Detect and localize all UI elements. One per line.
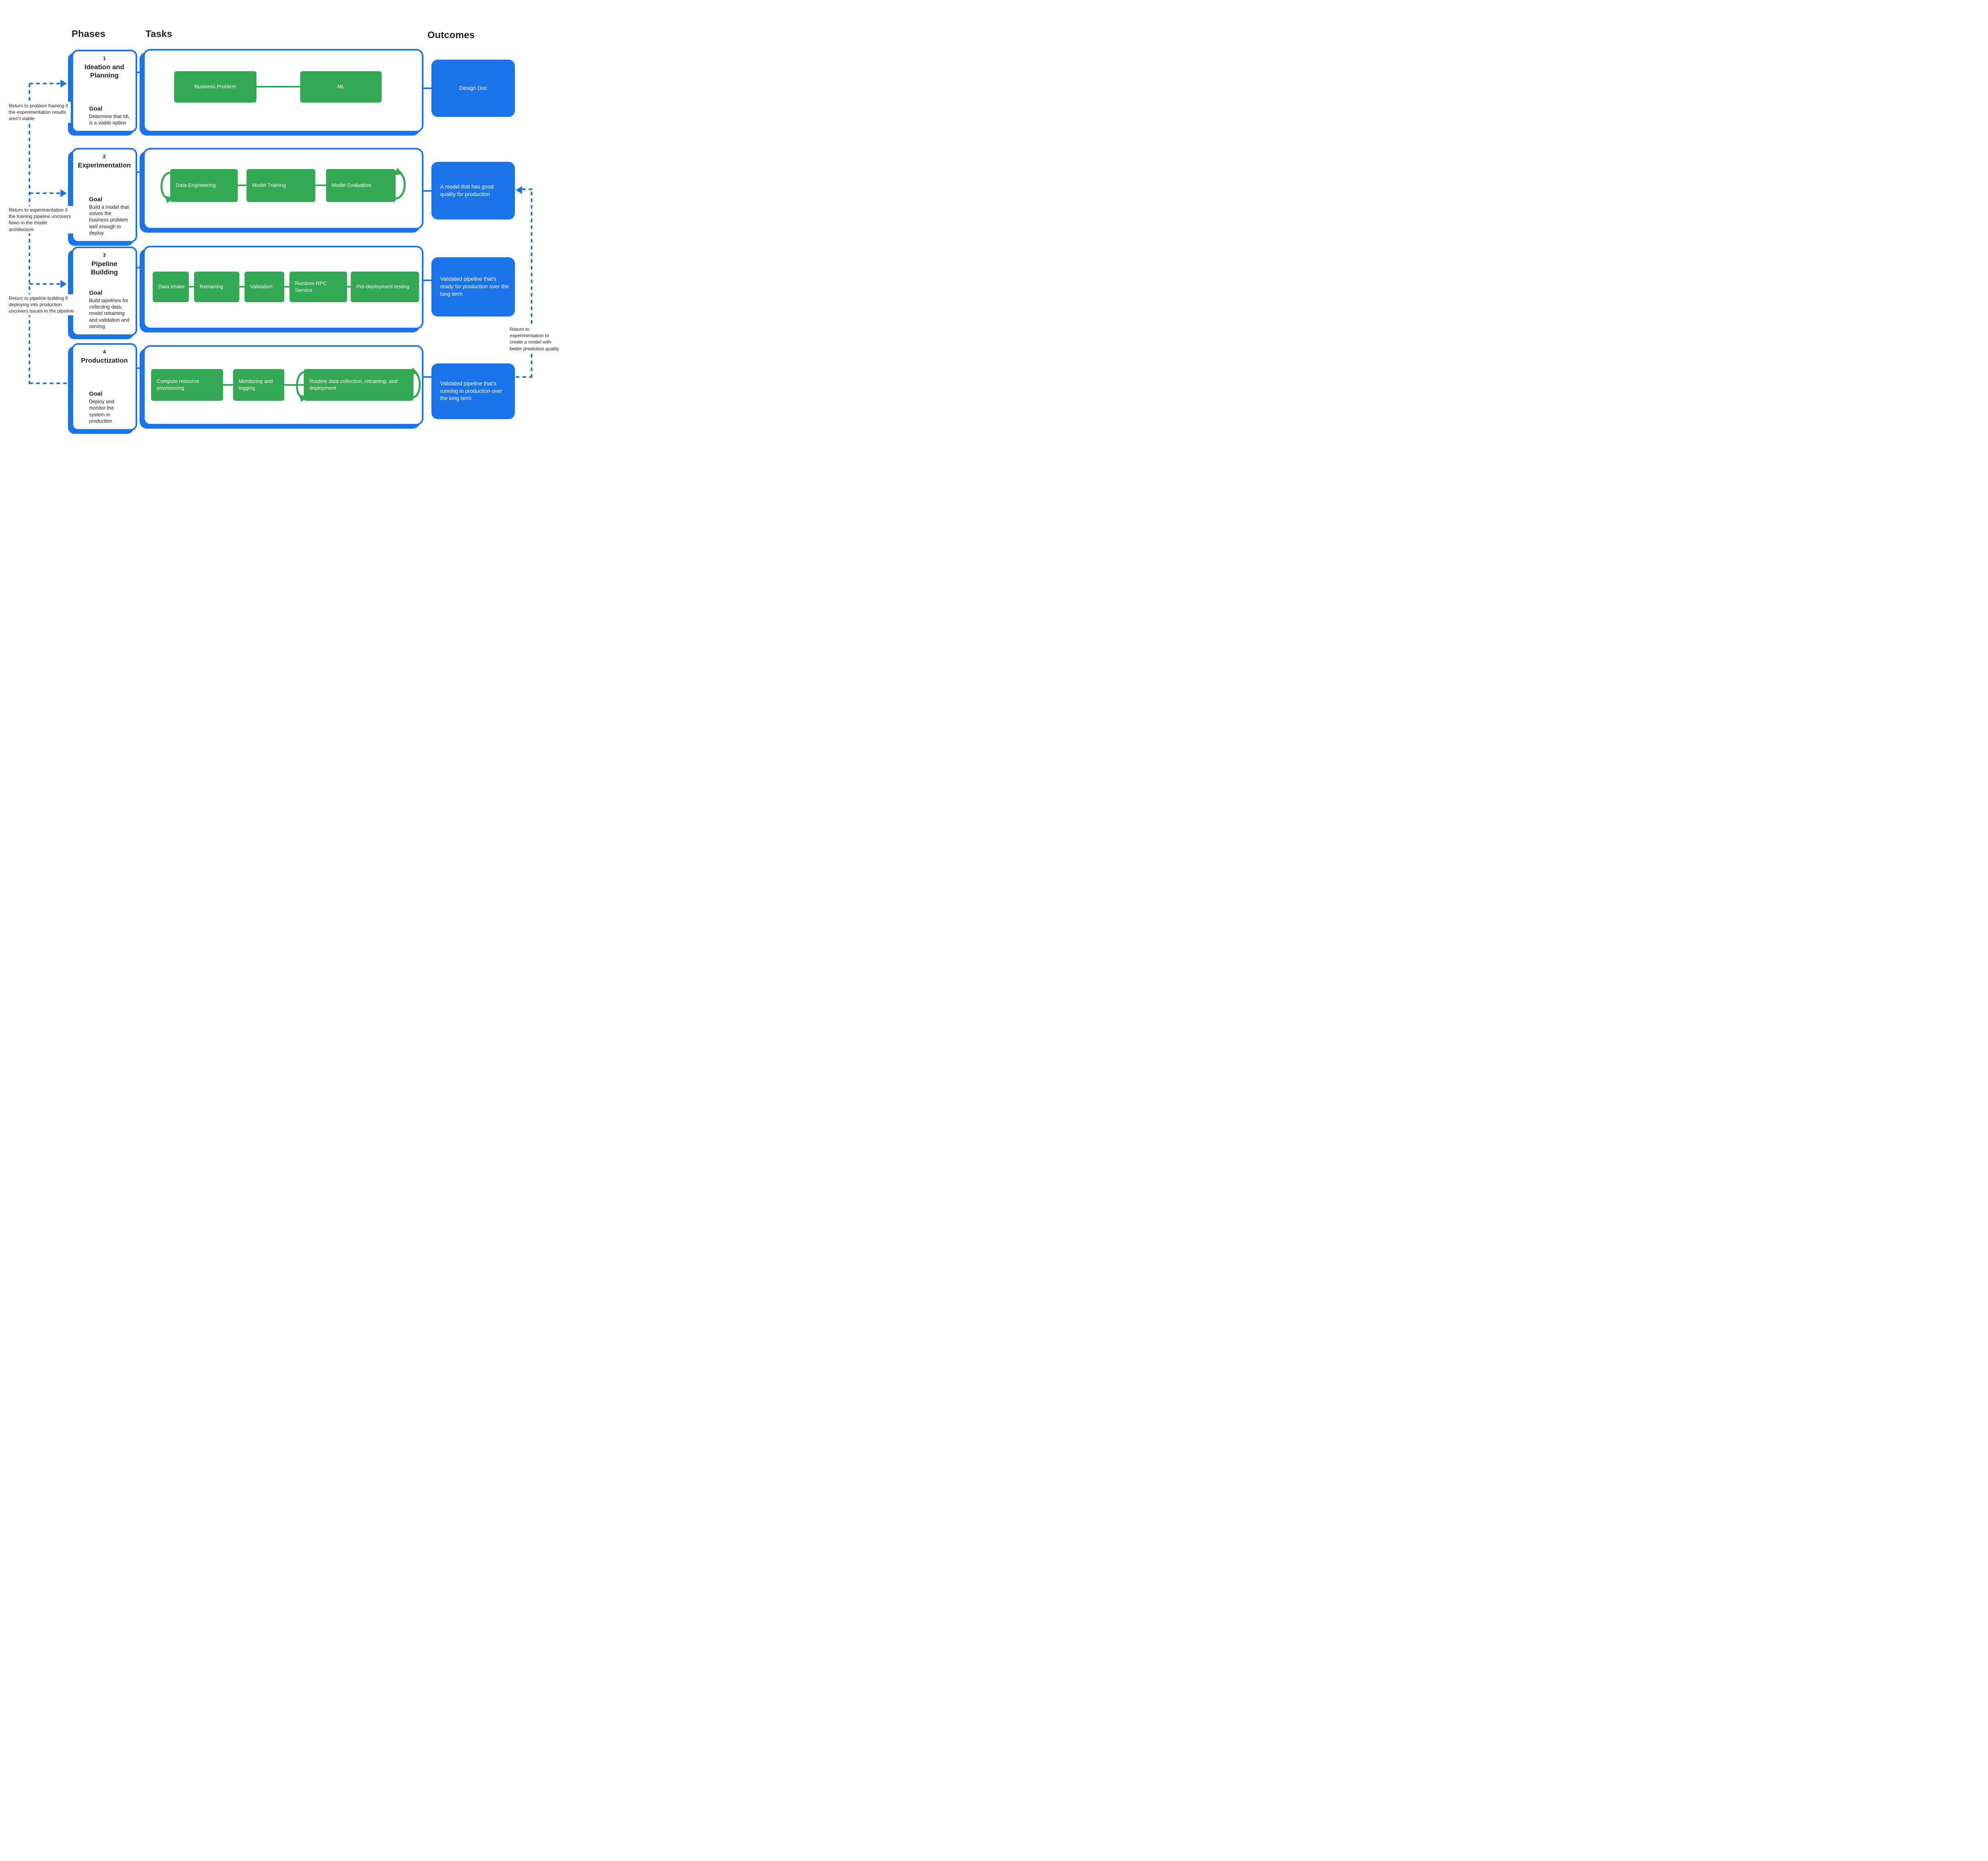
return-line-from-outcome4: [516, 376, 532, 378]
return-note-left-1: Return to problem framing if the experim…: [9, 102, 71, 123]
task-box-data-intake: Data Intake: [153, 272, 189, 302]
goal-label: Goal: [89, 390, 103, 397]
return-note-left-2: Return to experimentation if the trainin…: [9, 206, 73, 233]
phase-card-productization: 4 Productization Goal Deploy and monitor…: [72, 343, 137, 431]
goal-label: Goal: [89, 289, 103, 296]
phase-title: Pipeline Building: [91, 260, 118, 276]
outcome-model-good-quality: A model that has good quality for produc…: [431, 162, 515, 220]
arrow-right-icon: [60, 189, 67, 197]
task-connector: [238, 185, 247, 186]
outcome-design-doc: Design Doc: [431, 60, 515, 117]
connector-phase4-tasks: [137, 367, 143, 369]
phase-card-ideation: 1 Ideation and Planning Goal Determine t…: [72, 50, 137, 132]
task-box-compute-resource-provisioning: Compute resource provisioning: [151, 369, 223, 401]
tasks-column-header: Tasks: [146, 29, 173, 39]
task-connector: [189, 286, 194, 288]
phase-number: 3: [103, 252, 106, 258]
phase-goal: Goal Deploy and monitor the system in pr…: [77, 390, 132, 426]
connector-tasks4-outcome: [423, 376, 431, 378]
outcome-validated-pipeline-running: Validated pipeline that’s running in pro…: [431, 363, 515, 419]
task-connector: [223, 384, 233, 386]
goal-text: Determine that ML is a viable option: [89, 113, 130, 126]
goal-label: Goal: [89, 196, 103, 203]
task-box-pre-deployment-testing: Pre-deployment testing: [351, 272, 419, 302]
phase-title: Ideation and Planning: [84, 63, 124, 80]
phases-column-header: Phases: [72, 29, 106, 39]
task-box-retraining: Retraining: [194, 272, 239, 302]
goal-text: Deploy and monitor the system in product…: [89, 399, 115, 424]
arrow-right-icon: [60, 80, 67, 87]
phase-card-experimentation: 2 Experimentation Goal Build a model tha…: [72, 148, 137, 243]
phase-goal: Goal Build a model that solves the busin…: [77, 196, 132, 238]
phase-title: Productization: [81, 357, 128, 364]
phase-title: Experimentation: [78, 161, 131, 169]
arrow-left-icon: [516, 186, 522, 194]
connector-phase3-tasks: [137, 267, 143, 268]
connector-tasks3-outcome: [423, 280, 431, 281]
task-connector: [315, 185, 326, 186]
connector-phase2-tasks: [137, 171, 143, 173]
task-connector: [347, 286, 351, 288]
return-line-branch-phase3: [29, 283, 60, 285]
arrow-right-icon: [60, 280, 67, 288]
connector-phase1-tasks: [137, 72, 143, 73]
return-line-right-vertical: [531, 192, 532, 377]
task-connector: [239, 286, 245, 288]
outcomes-column-header: Outcomes: [427, 30, 475, 41]
task-connector: [256, 86, 300, 87]
phase-goal: Goal Build pipelines for collecting data…: [77, 289, 132, 331]
phase-number: 1: [103, 55, 106, 61]
phase-number: 2: [103, 153, 106, 159]
task-box-data-engineering: Data Engineering: [170, 169, 238, 202]
goal-text: Build a model that solves the business p…: [89, 204, 129, 236]
return-line-to-outcome2: [522, 188, 532, 190]
task-box-runtime-rpc-service: Runtime RPC Service: [289, 272, 347, 302]
task-box-model-evaluation: Model Evaluation: [326, 169, 396, 202]
task-connector: [284, 384, 304, 386]
return-note-right: Return to experimentation to create a mo…: [510, 325, 561, 353]
task-connector: [284, 286, 289, 288]
task-box-routine-data-collection: Routine data collection, retraining, and…: [304, 369, 414, 401]
phase-card-pipeline-building: 3 Pipeline Building Goal Build pipelines…: [72, 247, 137, 336]
phase-goal: Goal Determine that ML is a viable optio…: [77, 105, 132, 128]
return-line-branch-phase2: [29, 192, 60, 194]
return-line-left-vertical: [29, 84, 30, 384]
return-line-branch-phase1: [29, 83, 60, 84]
task-box-model-training: Model Training: [247, 169, 315, 202]
return-note-left-3: Return to pipeline building if deploying…: [9, 294, 76, 315]
goal-text: Build pipelines for collecting data, mod…: [89, 297, 130, 329]
phase-number: 4: [103, 349, 106, 355]
task-box-validation: Validation: [245, 272, 284, 302]
task-box-ml: ML: [300, 71, 382, 103]
connector-tasks2-outcome: [423, 190, 431, 192]
connector-tasks1-outcome: [423, 87, 431, 89]
mlops-phases-diagram: Phases Tasks Outcomes 1 Ideation and Pla…: [0, 0, 564, 465]
return-line-origin-phase4: [29, 383, 69, 384]
goal-label: Goal: [89, 105, 103, 112]
outcome-validated-pipeline-ready: Validated pipeline that’s ready for prod…: [431, 257, 515, 317]
task-box-monitoring-and-logging: Monitoring and logging: [233, 369, 284, 401]
task-box-business-problem: Business Problem: [174, 71, 256, 103]
